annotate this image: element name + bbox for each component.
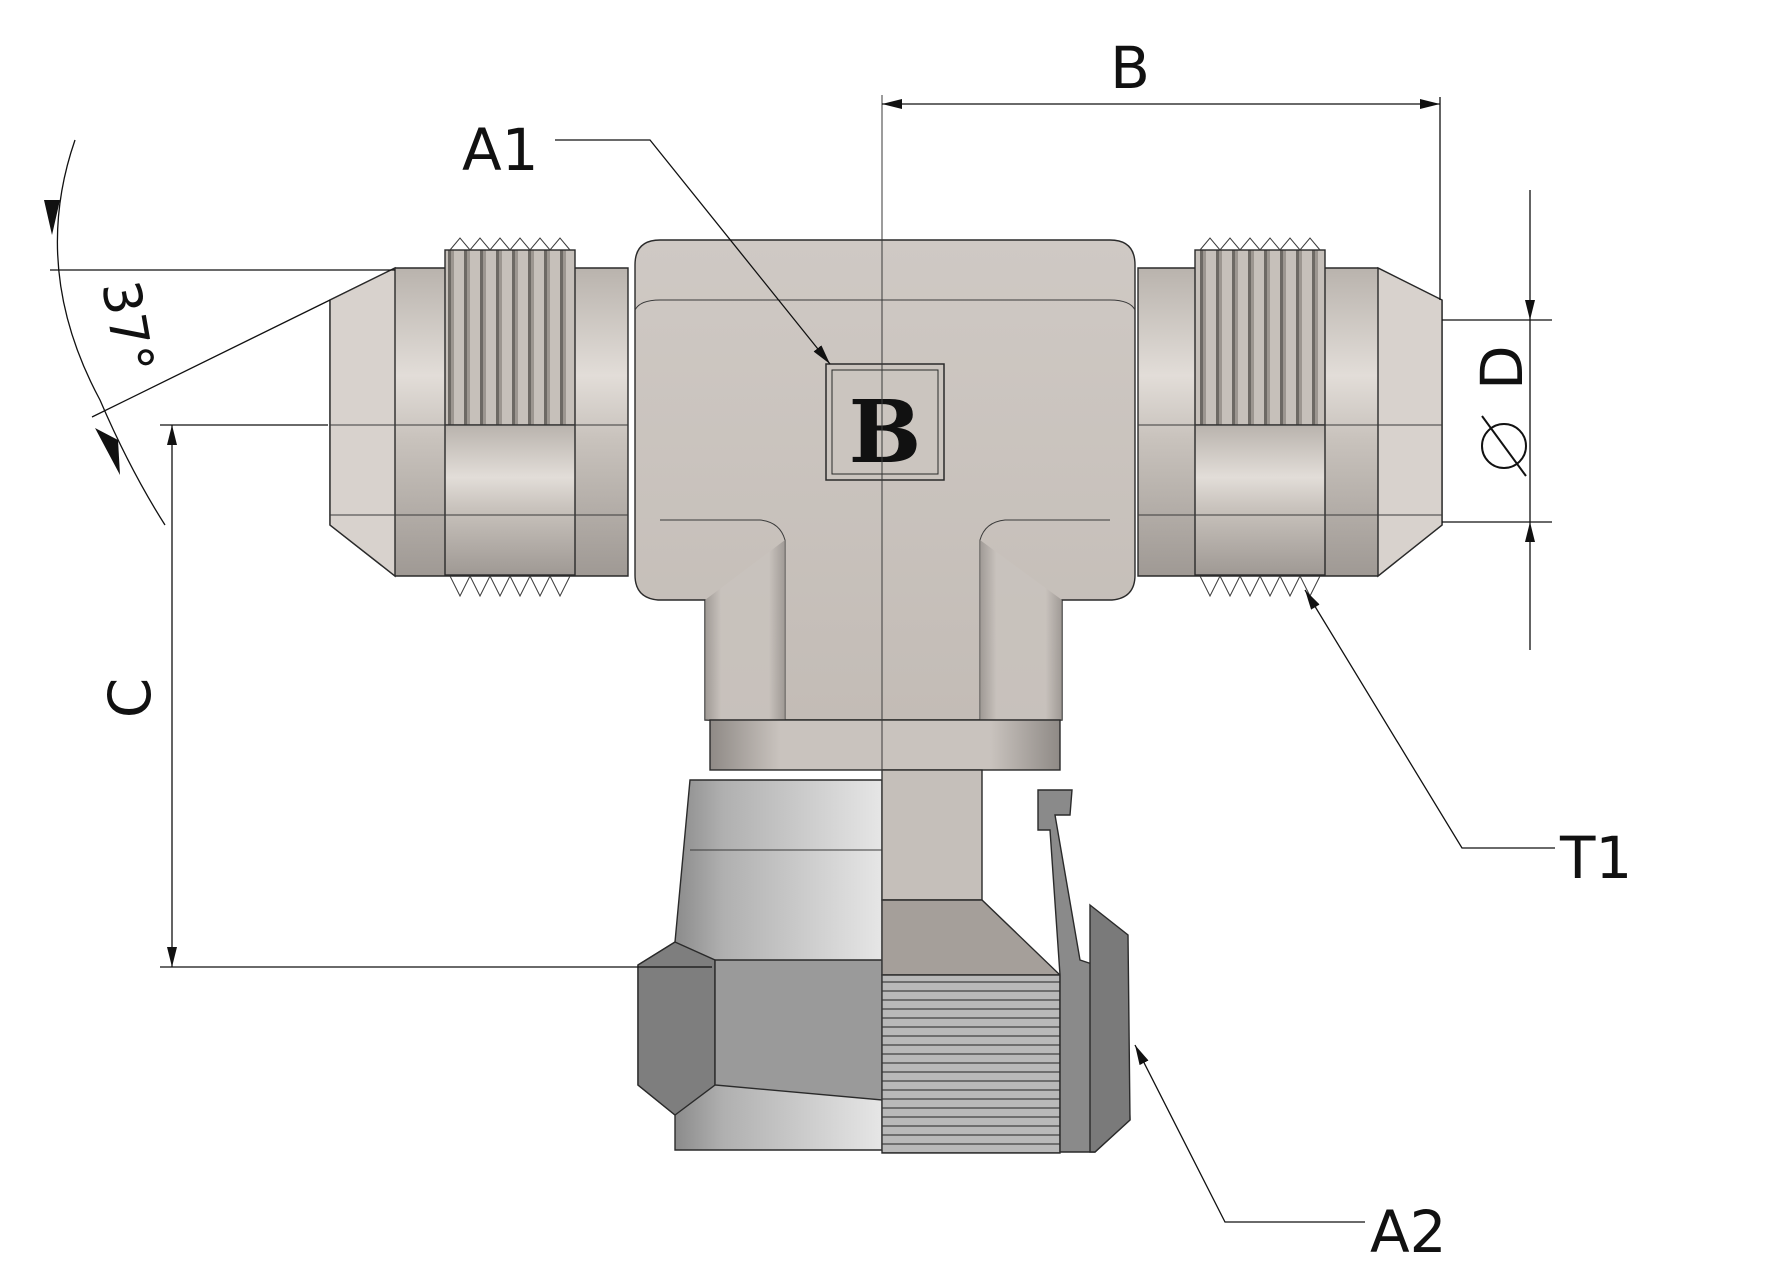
- label-t1: T1: [1559, 824, 1632, 892]
- logo-box: [825, 363, 945, 481]
- left-thread: [444, 249, 576, 426]
- right-thread: [1194, 249, 1326, 426]
- label-b: B: [1110, 34, 1150, 102]
- leader-t1: T1: [1304, 589, 1632, 892]
- left-flare-end: [329, 237, 629, 598]
- dimension-c: C: [96, 424, 712, 968]
- label-c: C: [96, 678, 164, 719]
- logo-letter: B: [849, 382, 922, 483]
- right-flare-end: [1137, 237, 1443, 598]
- leader-a1: A1: [462, 116, 831, 365]
- label-a2: A2: [1370, 1198, 1447, 1261]
- tee-body: B: [634, 239, 1136, 728]
- swivel-nut: [637, 719, 1131, 1154]
- label-angle: 37°: [89, 276, 164, 377]
- dimension-d: D: [1442, 190, 1552, 650]
- label-a1: A1: [462, 116, 539, 184]
- leader-a2: A2: [1134, 1044, 1447, 1261]
- nut-thread: [881, 974, 1061, 1154]
- right-flare-cone: [1377, 266, 1443, 578]
- left-flare-cone: [329, 266, 396, 578]
- stem-gradient: [705, 540, 785, 720]
- dimension-b: B: [882, 34, 1441, 300]
- label-d: D: [1468, 345, 1536, 390]
